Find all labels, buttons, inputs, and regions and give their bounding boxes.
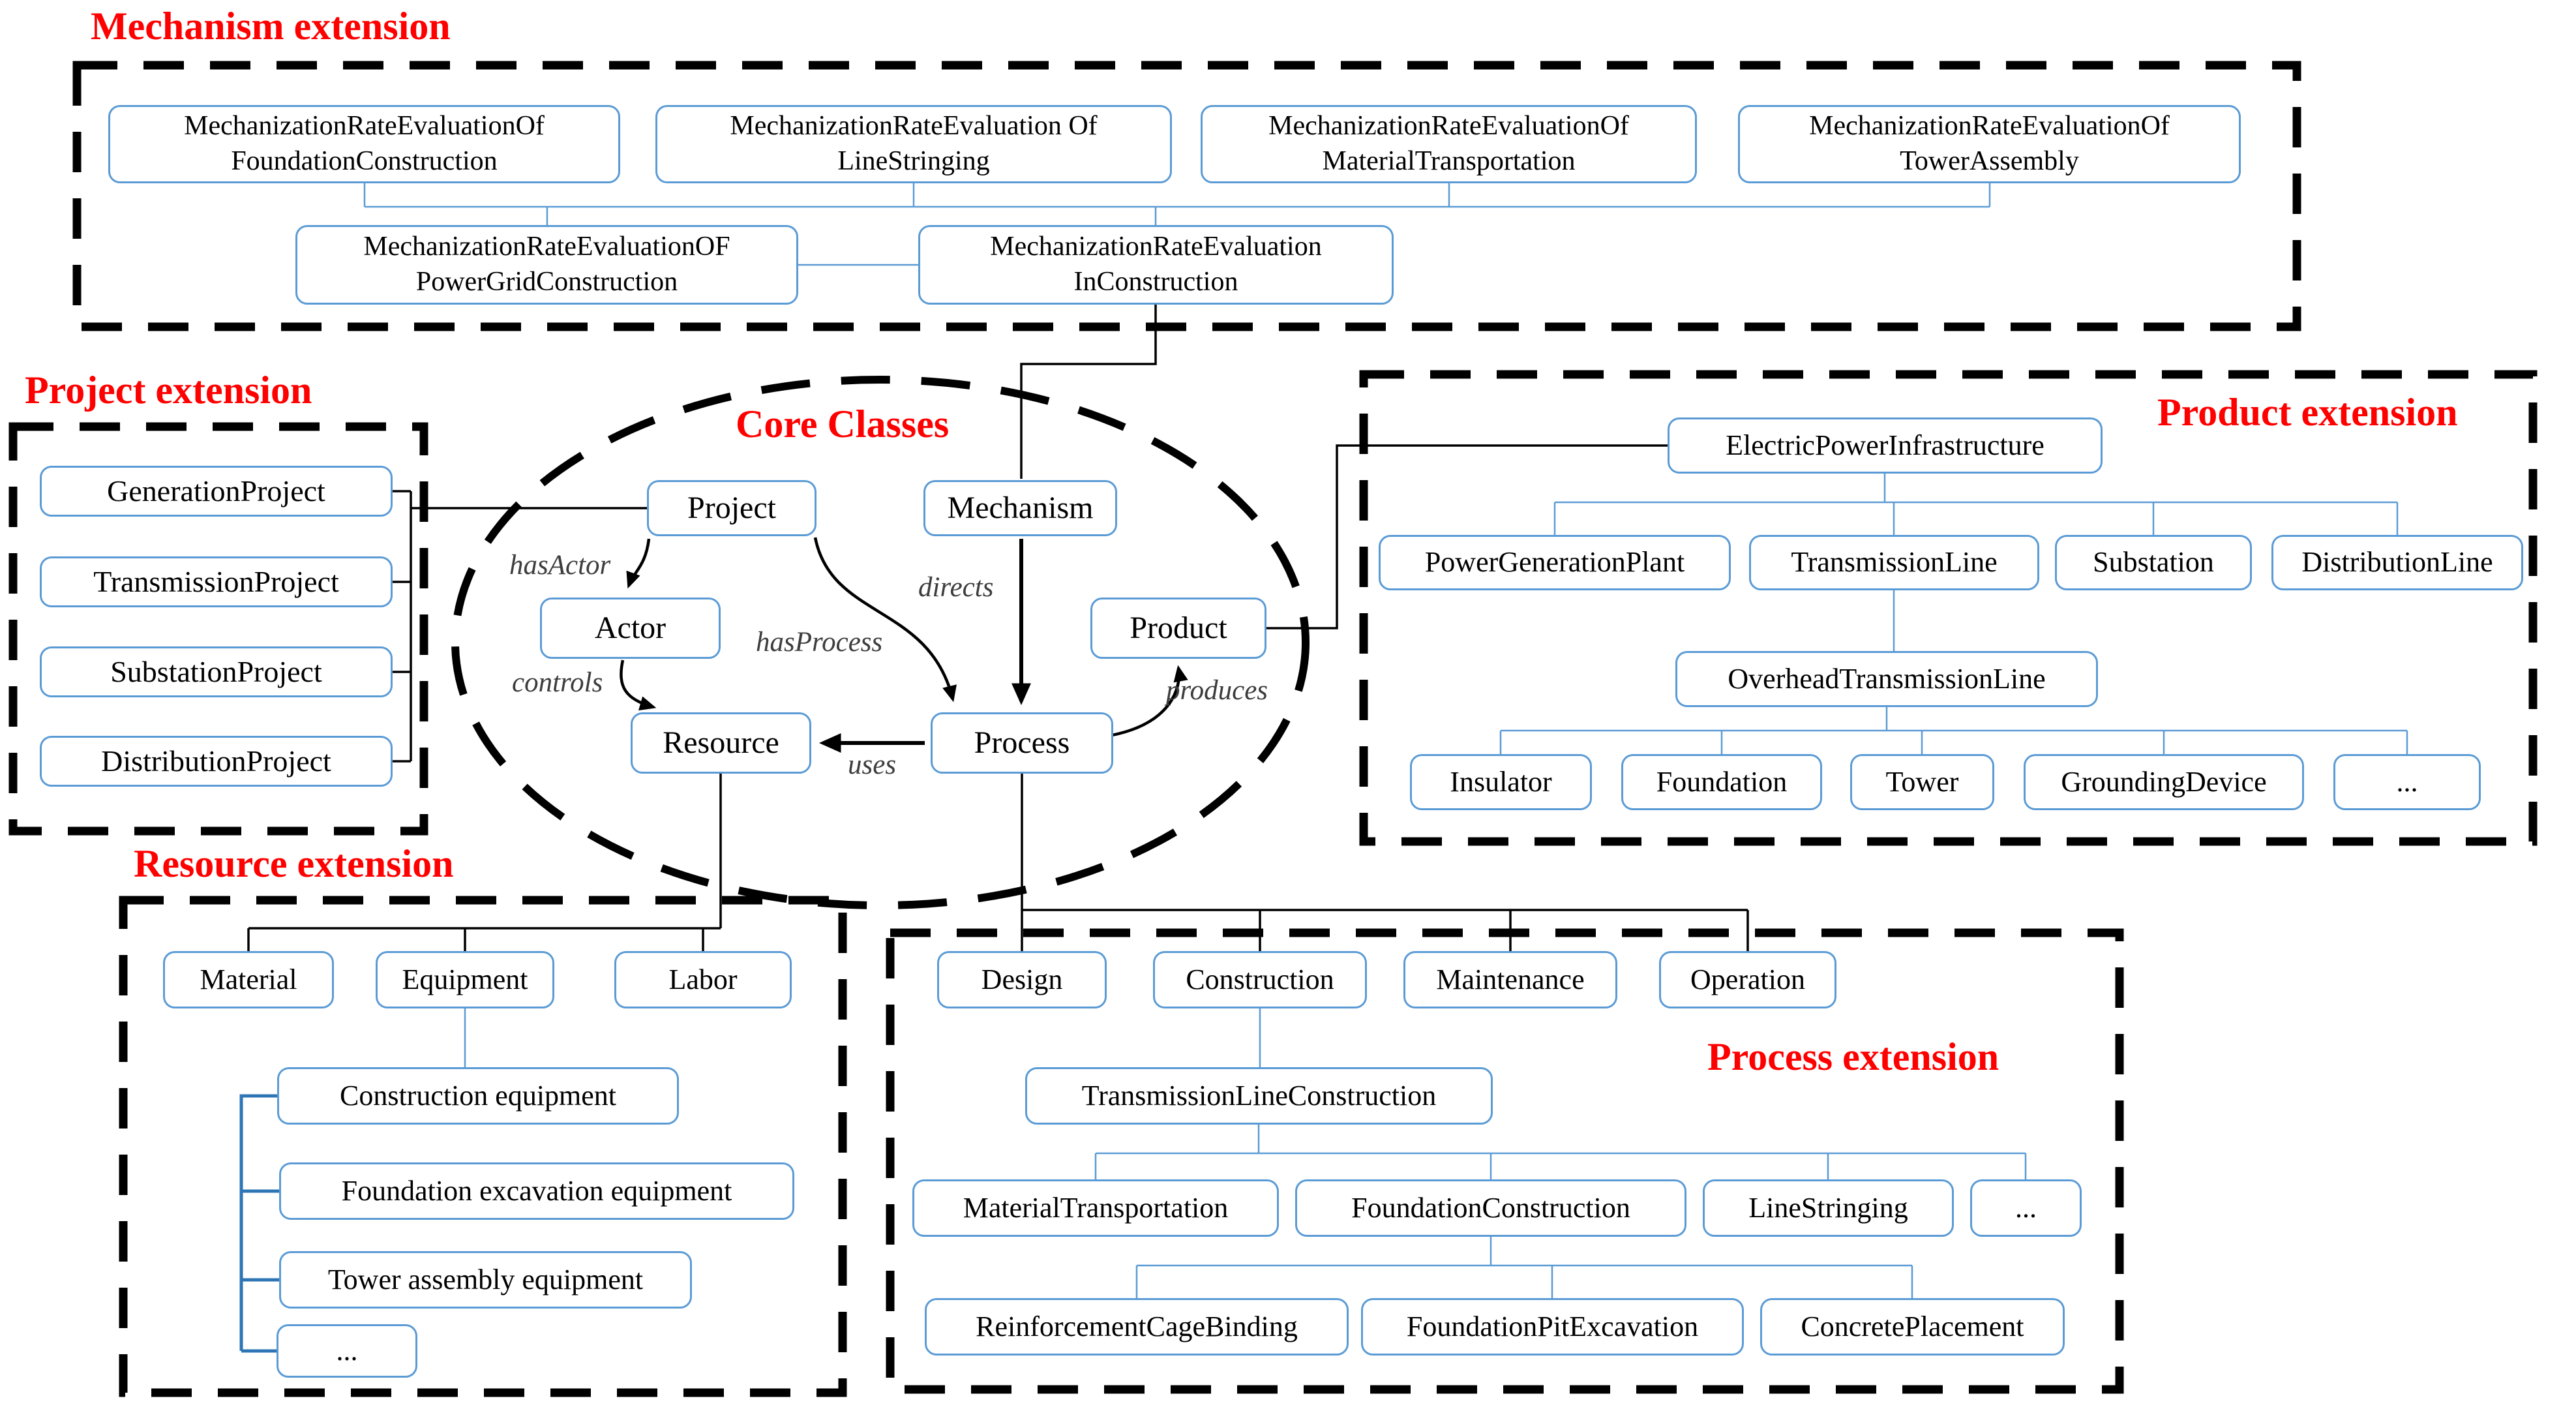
relation-produces-label: produces: [1166, 675, 1268, 706]
node-concrete-placement: ConcretePlacement: [1760, 1298, 2065, 1356]
node-equipment: Equipment: [376, 951, 554, 1008]
node-grounding-device: GroundingDevice: [2024, 754, 2304, 810]
node-tower-assembly-equipment: Tower assembly equipment: [279, 1251, 692, 1309]
relation-uses-label: uses: [848, 750, 897, 780]
node-core-project: Project: [647, 480, 816, 536]
node-process-ellipsis: ...: [1970, 1179, 2082, 1237]
relation-has-actor-label: hasActor: [509, 550, 611, 581]
node-product-ellipsis: ...: [2333, 754, 2481, 810]
node-overhead-transmission-line: OverheadTransmissionLine: [1675, 651, 2098, 707]
has-actor-arrow: [626, 538, 651, 589]
product-extension-title: Product extension: [2157, 391, 2458, 434]
core-classes-ellipse: [451, 376, 1310, 909]
relation-directs-label: directs: [918, 572, 994, 603]
node-generation-project: GenerationProject: [40, 466, 393, 517]
mechanism-extension-title: Mechanism extension: [91, 5, 451, 48]
node-core-process: Process: [931, 712, 1113, 774]
node-design: Design: [937, 951, 1107, 1008]
resource-extension-frame: [119, 896, 847, 1397]
resource-ext-left-tree: [239, 1094, 279, 1353]
node-material-transportation: MaterialTransportation: [912, 1179, 1279, 1237]
product-to-core-link: [1266, 444, 1668, 629]
core-classes-title: Core Classes: [736, 402, 950, 446]
node-foundation-construction: FoundationConstruction: [1295, 1179, 1686, 1237]
resource-extension-title: Resource extension: [134, 842, 454, 885]
process-extension-title: Process extension: [1707, 1035, 1999, 1078]
node-material: Material: [163, 951, 334, 1008]
relation-has-process-label: hasProcess: [756, 627, 883, 658]
process-extension-frame: [886, 928, 2124, 1394]
project-extension-title: Project extension: [25, 369, 312, 412]
has-process-arrow: [813, 537, 957, 703]
project-to-core-link: [393, 490, 647, 763]
node-resource-ellipsis: ...: [277, 1324, 417, 1378]
resource-to-core-tree: [247, 774, 722, 951]
node-transmission-line: TransmissionLine: [1749, 535, 2039, 590]
node-foundation-excavation-equipment: Foundation excavation equipment: [279, 1162, 794, 1220]
project-extension-frame: [8, 422, 428, 836]
node-power-generation-plant: PowerGenerationPlant: [1379, 535, 1731, 590]
node-operation: Operation: [1659, 951, 1836, 1008]
node-construction: Construction: [1153, 951, 1367, 1008]
mechanism-to-core-link: [1020, 305, 1157, 479]
node-core-mechanism: Mechanism: [923, 480, 1117, 536]
process-to-core-tree: [1021, 774, 1749, 951]
node-tower: Tower: [1850, 754, 1994, 810]
node-foundation-pit-excavation: FoundationPitExcavation: [1361, 1298, 1744, 1356]
node-transmission-line-construction: TransmissionLineConstruction: [1025, 1067, 1493, 1125]
node-core-resource: Resource: [631, 712, 811, 774]
process-ext-connectors: [1094, 1008, 2027, 1298]
product-ext-connectors: [1499, 474, 2408, 754]
node-core-actor: Actor: [540, 598, 721, 659]
mechanism-extension-frame: [72, 61, 2301, 331]
node-foundation: Foundation: [1621, 754, 1822, 810]
mechanism-ext-connectors: [363, 183, 1991, 266]
node-construction-equipment: Construction equipment: [277, 1067, 679, 1125]
node-labor: Labor: [614, 951, 792, 1008]
node-insulator: Insulator: [1410, 754, 1592, 810]
node-maintenance: Maintenance: [1403, 951, 1617, 1008]
node-core-product: Product: [1090, 598, 1266, 659]
produces-arrow: [1108, 665, 1188, 738]
node-substation-project: SubstationProject: [40, 646, 393, 697]
node-distribution-project: DistributionProject: [40, 736, 393, 787]
node-electric-power-infrastructure: ElectricPowerInfrastructure: [1668, 417, 2103, 474]
node-transmission-project: TransmissionProject: [40, 556, 393, 607]
node-substation: Substation: [2055, 535, 2252, 590]
node-reinforcement-cage-binding: ReinforcementCageBinding: [925, 1298, 1349, 1356]
controls-arrow: [620, 659, 657, 711]
relation-controls-label: controls: [512, 667, 603, 698]
product-extension-frame: [1359, 370, 2538, 846]
node-distribution-line: DistributionLine: [2271, 535, 2523, 590]
node-line-stringing: LineStringing: [1703, 1179, 1954, 1237]
